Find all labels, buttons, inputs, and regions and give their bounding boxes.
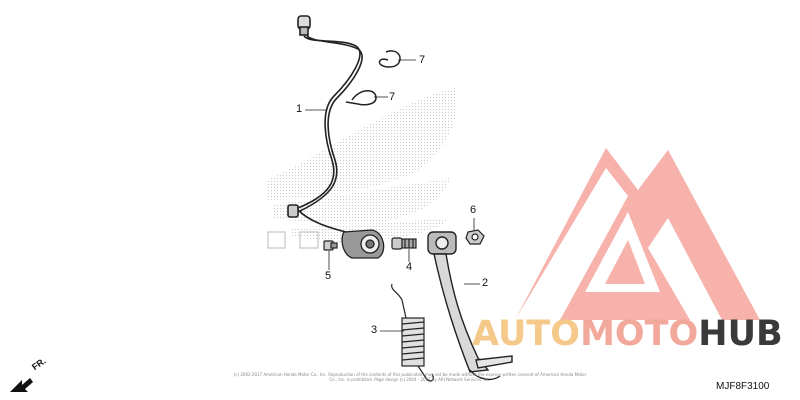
callout-6: 6 (470, 204, 477, 216)
copyright-notice: (c) 2002-2017 American Honda Motor Co., … (233, 372, 587, 382)
callout-2: 2 (482, 277, 489, 289)
automotohub-triangle-logo (515, 148, 760, 320)
part-6-nut (465, 229, 485, 245)
part-1-sensor-wire (287, 15, 363, 233)
part-2-side-stand (427, 231, 513, 381)
callout-5: 5 (325, 270, 332, 282)
automotohub-watermark: AUTOMOTOHUB (472, 317, 783, 352)
part-7-clamp-lower (345, 90, 377, 106)
callout-7-upper: 7 (419, 54, 426, 66)
watermark-auto: AUTO (472, 314, 581, 354)
side-stand-switch (341, 229, 385, 259)
callout-3: 3 (371, 324, 378, 336)
part-4-pivot-bolt (391, 237, 417, 250)
callout-4: 4 (406, 261, 413, 273)
part-5-bolt (323, 240, 338, 251)
callout-7-lower: 7 (389, 91, 396, 103)
watermark-moto: MOTO (580, 314, 699, 354)
callout-1: 1 (296, 103, 303, 115)
part-3-return-spring (391, 283, 434, 382)
front-direction-arrow (10, 378, 33, 392)
leader-lines (305, 59, 480, 332)
diagram-code: MJF8F3100 (716, 381, 770, 392)
part-7-clamp-upper (378, 50, 401, 68)
watermark-hub: HUB (698, 314, 783, 354)
honda-wing-watermark (267, 88, 457, 249)
